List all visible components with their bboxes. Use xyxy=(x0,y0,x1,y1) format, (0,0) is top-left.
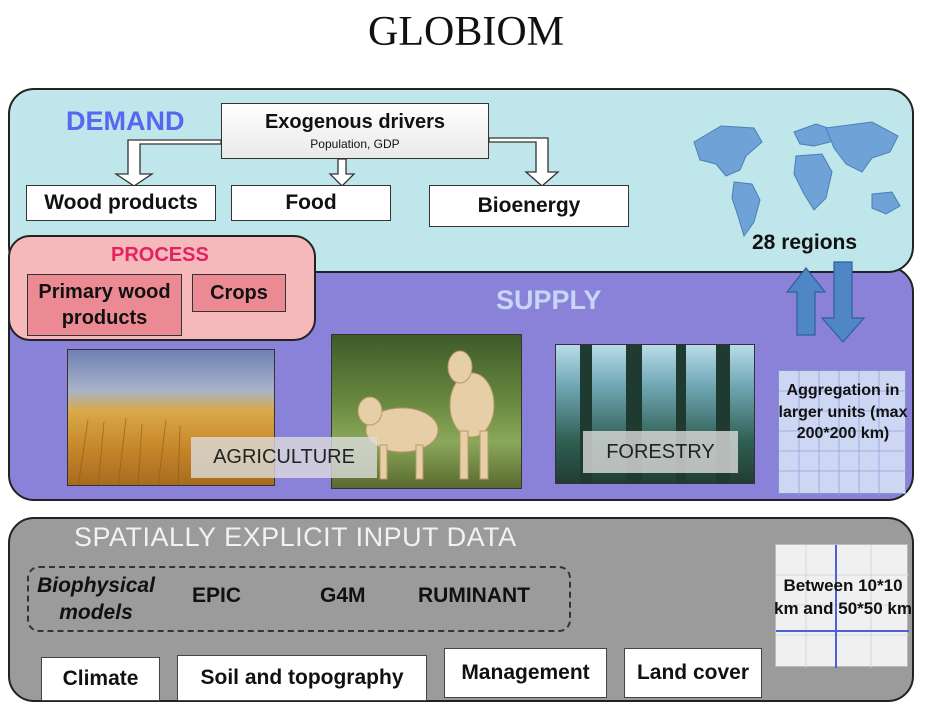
resolution-label: Between 10*10 km and 50*50 km xyxy=(774,576,912,618)
wheat-field-icon xyxy=(77,417,181,485)
regions-label: 28 regions xyxy=(752,231,858,254)
crops-box: Crops xyxy=(192,274,286,312)
down-arrow-icon xyxy=(820,261,866,343)
model-ruminant: RUMINANT xyxy=(418,584,530,607)
arrow-to-food-icon xyxy=(328,158,356,187)
up-arrow-icon xyxy=(785,267,827,336)
primary-wood-products-box: Primary wood products xyxy=(27,274,182,336)
aggregation-label: Aggregation in larger units (max 200*200… xyxy=(778,382,908,443)
bioenergy-box: Bioenergy xyxy=(429,185,629,227)
biophysical-models-group xyxy=(27,566,571,632)
soil-topography-box: Soil and topography xyxy=(177,655,427,701)
model-epic: EPIC xyxy=(192,584,242,607)
biophysical-models-label: Biophysical models xyxy=(37,574,155,625)
wood-products-box: Wood products xyxy=(26,185,216,221)
forestry-caption: FORESTRY xyxy=(583,431,738,473)
model-g4m: G4M xyxy=(320,584,366,607)
drivers-subtitle: Population, GDP xyxy=(310,137,400,151)
agriculture-caption: AGRICULTURE xyxy=(191,437,377,478)
aggregation-grid xyxy=(778,370,907,495)
diagram-title: GLOBIOM xyxy=(368,9,564,55)
food-box: Food xyxy=(231,185,391,221)
world-map-icon xyxy=(693,121,901,238)
process-label: PROCESS xyxy=(111,244,209,266)
arrow-to-bioenergy-icon xyxy=(488,137,560,187)
climate-box: Climate xyxy=(41,657,160,701)
resolution-grid xyxy=(775,544,909,668)
grid-map-icon xyxy=(779,371,907,495)
arrow-to-wood-icon xyxy=(113,139,222,187)
cow-icon xyxy=(357,350,495,480)
input-data-label: SPATIALLY EXPLICIT INPUT DATA xyxy=(74,522,517,552)
supply-label: SUPPLY xyxy=(496,285,602,315)
demand-label: DEMAND xyxy=(66,106,185,136)
land-cover-box: Land cover xyxy=(624,648,762,698)
resolution-map-icon xyxy=(776,545,909,668)
management-box: Management xyxy=(444,648,607,698)
exogenous-drivers-box: Exogenous drivers Population, GDP xyxy=(221,103,489,159)
drivers-title: Exogenous drivers xyxy=(264,111,446,133)
